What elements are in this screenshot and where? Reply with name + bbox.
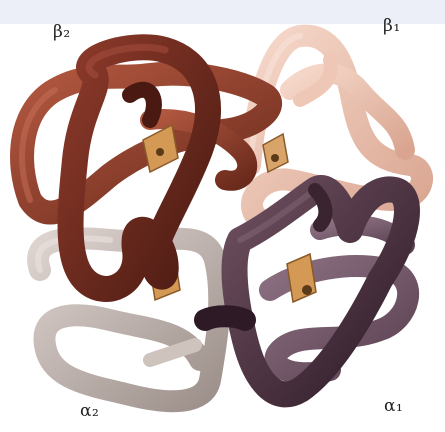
- label-alpha1: α₁: [384, 396, 403, 416]
- heme-beta1: [263, 134, 288, 172]
- label-beta2: β₂: [53, 22, 71, 42]
- label-beta1: β₁: [383, 16, 401, 36]
- heme-alpha1: [287, 254, 316, 302]
- label-alpha2: α₂: [80, 401, 99, 421]
